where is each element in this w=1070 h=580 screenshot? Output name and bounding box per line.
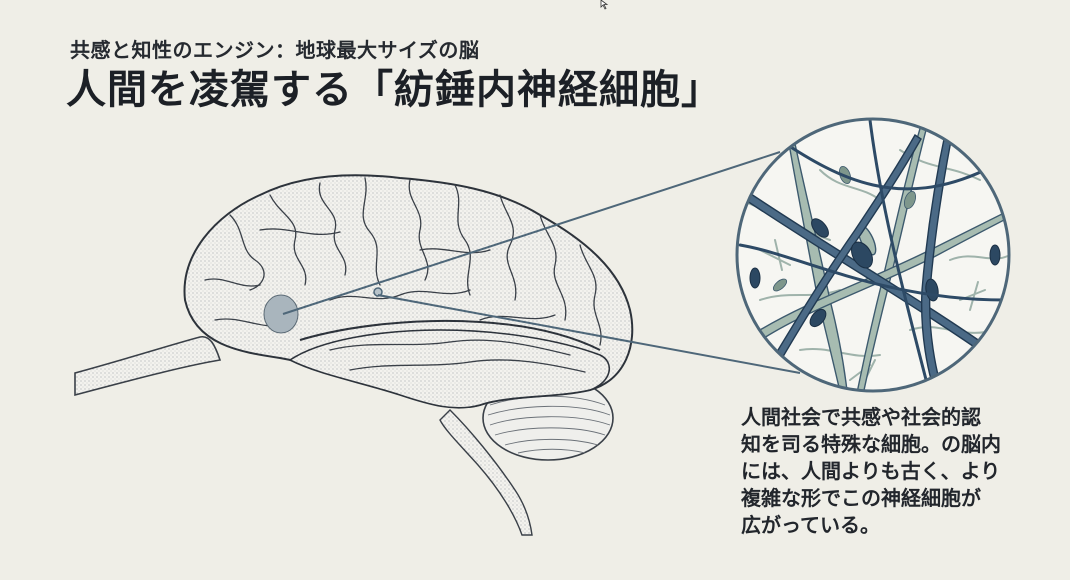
spindle-neuron-magnified-view bbox=[735, 117, 1011, 393]
caption-text: 人間社会で共感や社会的認 知を司る特殊な細胞。の脳内 には、人間よりも古く、より… bbox=[741, 405, 1001, 537]
page-subtitle: 共感と知性のエンジン：地球最大サイズの脳 bbox=[70, 38, 480, 62]
brain-stem-lower bbox=[439, 409, 533, 536]
highlighted-brain-region bbox=[263, 294, 299, 334]
brain-stem-left bbox=[74, 336, 222, 397]
page-title: 人間を凌駕する「紡錘内神経細胞」 bbox=[66, 67, 722, 113]
callout-lines bbox=[282, 151, 801, 374]
mouse-cursor-icon bbox=[600, 0, 609, 10]
cerebrum bbox=[183, 174, 634, 409]
